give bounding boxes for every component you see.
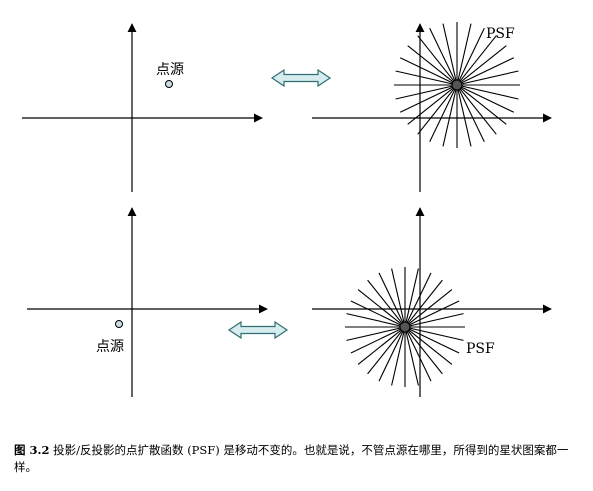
psf-center-bottom — [399, 321, 411, 333]
figure-number: 图 3.2 — [14, 443, 50, 457]
axes-top-left — [22, 23, 263, 192]
psf-star-bottom — [345, 267, 465, 387]
psf-star-top — [394, 22, 520, 148]
axes-top-right — [312, 23, 552, 192]
psf-center-top — [451, 79, 463, 91]
psf-label-bottom: PSF — [466, 341, 495, 357]
axes-bottom-right — [312, 207, 552, 397]
psf-label-top: PSF — [486, 26, 515, 42]
caption-text: 投影/反投影的点扩散函数 (PSF) 是移动不变的。也就是说，不管点源在哪里，所… — [14, 443, 569, 474]
double-arrow-bottom — [227, 320, 289, 340]
point-source-label-bottom: 点源 — [96, 339, 124, 355]
point-source-dot-bottom — [115, 320, 123, 328]
point-source-dot-top — [165, 80, 173, 88]
double-arrow-top — [270, 68, 332, 88]
figure-caption: 图 3.2 投影/反投影的点扩散函数 (PSF) 是移动不变的。也就是说，不管点… — [14, 442, 580, 476]
figure: 点源 PSF 点源 PSF — [22, 22, 552, 397]
point-source-label-top: 点源 — [156, 62, 184, 78]
axes-bottom-left — [27, 207, 268, 397]
